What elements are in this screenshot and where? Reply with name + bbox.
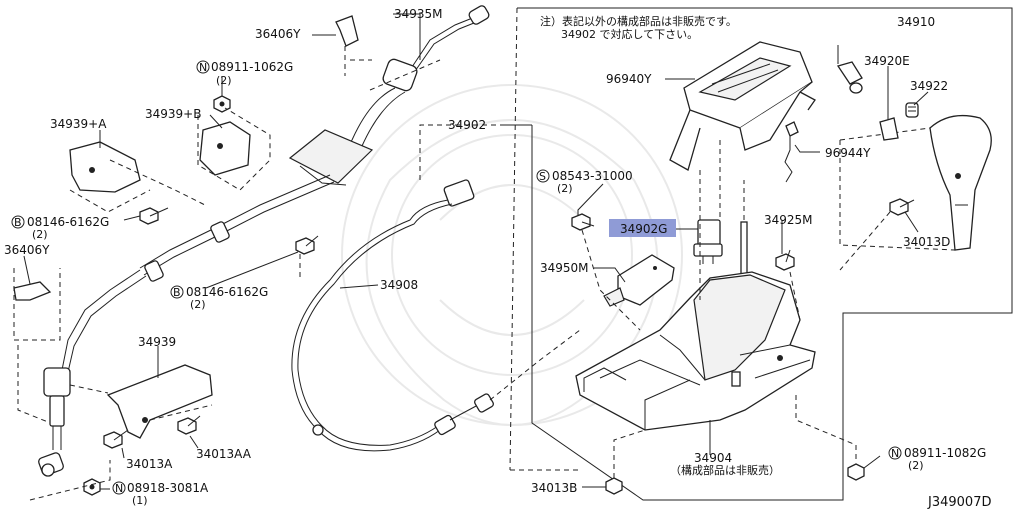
shifter-base-34904	[575, 271, 816, 431]
screw-08543-31000	[571, 213, 595, 231]
nut-34013B	[605, 429, 646, 495]
label-34904: 34904	[694, 451, 732, 465]
label-08146-6162G-left-qty: (2)	[32, 228, 48, 241]
label-08918-3081A-qty: (1)	[132, 494, 148, 507]
prefix-n-08918-3081A: N	[115, 482, 123, 495]
bolt-34013A	[103, 429, 129, 449]
bulb-96944Y	[784, 121, 799, 183]
label-96944Y: 96944Y	[825, 146, 871, 160]
assembly-frame	[505, 7, 1013, 501]
nut-08911-1082G	[795, 395, 865, 481]
label-34910: 34910	[897, 15, 935, 29]
clip-36406Y-top	[335, 15, 372, 76]
prefix-b-08146-6162G-left: B	[14, 216, 22, 229]
label-08146-6162G-mid-qty: (2)	[190, 298, 206, 311]
label-34920E: 34920E	[864, 54, 910, 68]
label-08911-1062G-qty: (2)	[216, 74, 232, 87]
bracket-34939	[17, 345, 213, 439]
knob-34910	[839, 114, 992, 251]
bolt-34925M	[775, 249, 795, 271]
spring-34922	[905, 102, 919, 118]
label-34013AA: 34013AA	[196, 447, 252, 461]
label-08911-1082G-qty: (2)	[908, 459, 924, 472]
label-34939B: 34939+B	[145, 107, 201, 121]
label-96940Y: 96940Y	[606, 72, 652, 86]
label-34935M: 34935M	[394, 7, 443, 21]
label-08146-6162G-mid: 08146-6162G	[186, 285, 268, 299]
control-cable-34935M	[38, 5, 490, 477]
label-08543-31000-qty: (2)	[557, 182, 573, 195]
prefix-b-08146-6162G-mid: B	[173, 286, 181, 299]
prefix-n-08911-1082G: N	[891, 447, 899, 460]
label-08911-1082G: 08911-1082G	[904, 446, 986, 460]
label-08146-6162G-left: 08146-6162G	[27, 215, 109, 229]
label-34925M: 34925M	[764, 213, 813, 227]
prefix-n-08911-1062G: N	[199, 61, 207, 74]
guide-lines-middle	[369, 59, 581, 401]
label-34950M: 34950M	[540, 261, 589, 275]
label-36406Y-top: 36406Y	[255, 27, 301, 41]
label-08911-1062G: 08911-1062G	[211, 60, 293, 74]
nut-08911-1062G	[213, 95, 231, 113]
bracket-34939B	[197, 107, 271, 191]
label-34939A: 34939+A	[50, 117, 107, 131]
label-34902G: 34902G	[620, 222, 667, 236]
label-34908: 34908	[380, 278, 418, 292]
label-08543-31000: 08543-31000	[552, 169, 633, 183]
diagram-id: J349007D	[927, 495, 991, 510]
label-34904-note: （構成部品は非販売）	[670, 463, 780, 477]
switch-34902G	[693, 219, 723, 264]
label-34013A: 34013A	[126, 457, 173, 471]
bracket-34939A	[69, 141, 206, 213]
guide-lines-right	[581, 140, 891, 331]
highlight-34902G	[609, 219, 676, 237]
note-line2: 34902 で対応して下さい。	[561, 27, 698, 41]
label-34939: 34939	[138, 335, 176, 349]
label-08918-3081A: 08918-3081A	[127, 481, 209, 495]
nut-08918-3081A	[29, 460, 111, 501]
clip-36406Y-left	[13, 268, 61, 341]
indicator-96940Y	[669, 41, 816, 171]
bolt-08146-6162G-left	[139, 207, 169, 225]
solenoid-34950M	[603, 254, 675, 307]
label-34902: 34902	[448, 118, 486, 132]
note-line1: 注）表記以外の構成部品は非販売です。	[540, 14, 737, 28]
clip-under-knob	[879, 117, 899, 141]
leader-lines	[23, 13, 929, 490]
screw-34013D	[889, 198, 915, 216]
prefix-s-08543-31000: S	[539, 170, 546, 183]
bolt-08146-6162G-mid	[295, 235, 319, 280]
label-34922: 34922	[910, 79, 948, 93]
cable-34908	[291, 179, 494, 452]
label-34013D: 34013D	[903, 235, 950, 249]
button-34920E	[836, 61, 863, 94]
bolt-34013AA	[177, 415, 201, 435]
label-34013B: 34013B	[531, 481, 577, 495]
label-36406Y-left: 36406Y	[4, 243, 50, 257]
callout-labels: 34935M 36406Y N 08911-1062G (2) 34939+B …	[4, 7, 991, 510]
